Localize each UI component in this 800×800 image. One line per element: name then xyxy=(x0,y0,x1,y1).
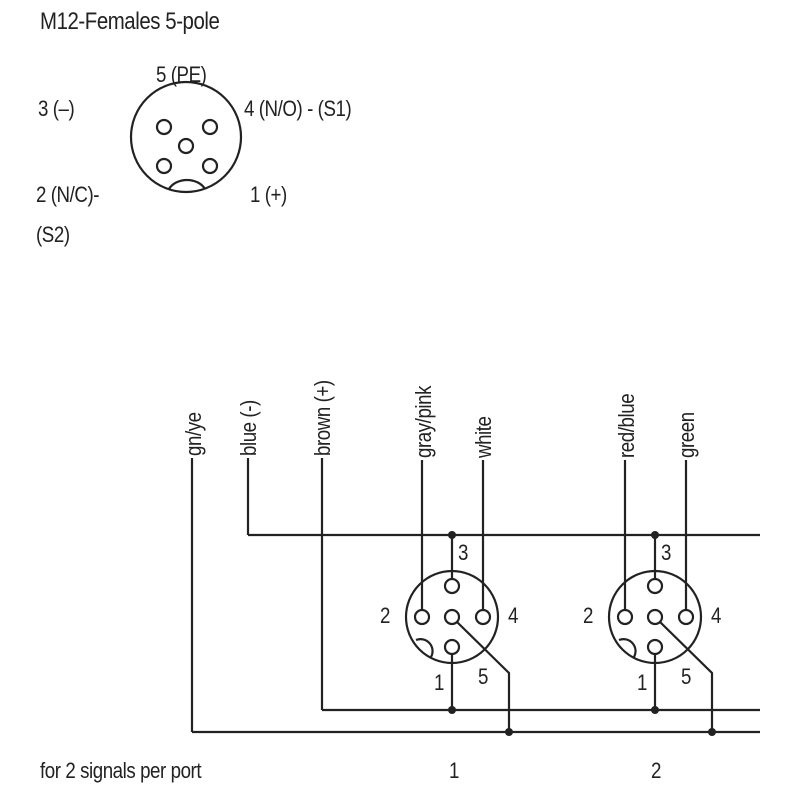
c2-pin2: 2 xyxy=(583,603,593,628)
connector-1 xyxy=(404,460,511,732)
wire-label-green: green xyxy=(674,412,699,458)
diagram-title: M12-Females 5-pole xyxy=(40,8,220,35)
c1-pin2: 2 xyxy=(380,603,390,628)
c2-pin1: 1 xyxy=(637,670,647,695)
pin2-label-s2: (S2) xyxy=(36,222,70,247)
wire-label-brown: brown (+) xyxy=(310,380,335,456)
c1-pin3: 3 xyxy=(458,540,468,565)
pin2-label: 2 (N/C)- xyxy=(36,182,100,207)
top-connector-face xyxy=(129,80,243,194)
wire-label-white: white xyxy=(471,416,496,458)
wire-label-redblue: red/blue xyxy=(614,393,639,458)
pin1-label: 1 (+) xyxy=(250,182,287,207)
c2-pin4: 4 xyxy=(711,603,721,628)
wire-label-gnye: gn/ye xyxy=(181,412,206,456)
pin3-label: 3 (–) xyxy=(38,96,75,121)
c1-pin5: 5 xyxy=(478,664,488,689)
c2-pin5: 5 xyxy=(681,664,691,689)
bus-lines xyxy=(190,458,760,734)
port-2-label: 2 xyxy=(651,758,661,783)
wire-label-blue: blue (-) xyxy=(236,400,261,456)
footer-text: for 2 signals per port xyxy=(40,758,202,783)
c1-pin4: 4 xyxy=(508,603,518,628)
port-1-label: 1 xyxy=(449,758,459,783)
connector-2 xyxy=(607,460,714,732)
pin4-label: 4 (N/O) - (S1) xyxy=(244,96,352,121)
c2-pin3: 3 xyxy=(661,540,671,565)
wire-label-graypink: gray/pink xyxy=(411,385,436,458)
junction-dots xyxy=(448,531,716,736)
c1-pin1: 1 xyxy=(434,670,444,695)
